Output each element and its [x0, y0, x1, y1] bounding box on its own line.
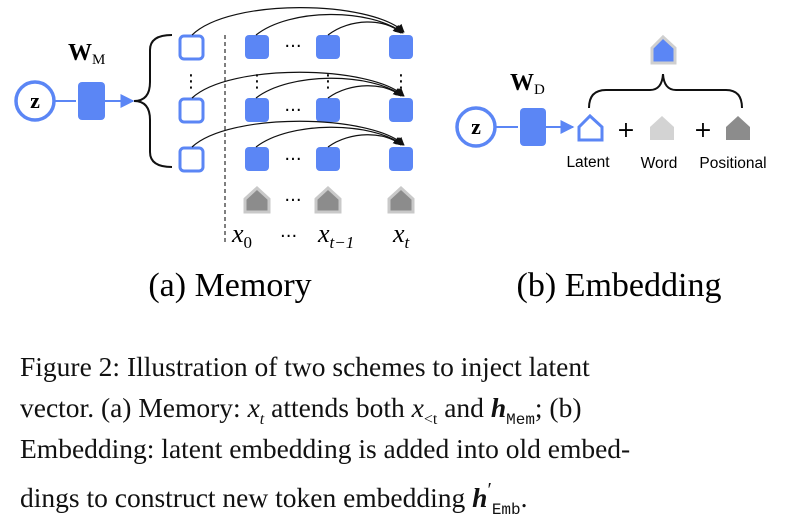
latent-embedding-icon	[577, 113, 604, 142]
memory-token-grid	[245, 35, 413, 171]
memory-weight-block	[78, 82, 105, 120]
token-node	[245, 35, 269, 59]
embedding-weight-block	[520, 108, 546, 146]
token-node	[316, 147, 340, 171]
input-embedding-icon	[243, 185, 271, 214]
token-node	[245, 147, 269, 171]
memory-weight-label: W	[68, 40, 92, 66]
word-embedding-icon	[650, 116, 674, 140]
caption-line-3: Embedding: latent embedding is added int…	[20, 433, 631, 464]
plus-sign: +	[694, 118, 712, 143]
caption-line-2: vector. (a) Memory: xt attends both x<t …	[20, 392, 582, 429]
memory-vdots: ⋮	[319, 71, 337, 92]
memory-vdots: ⋮	[392, 71, 410, 92]
caption-line-1: Figure 2: Illustration of two schemes to…	[20, 351, 590, 382]
plus-sign: +	[617, 118, 635, 143]
memory-z-label: z	[30, 88, 40, 113]
word-label: Word	[641, 155, 678, 172]
embedding-subfigure-label: (b) Embedding	[517, 267, 722, 304]
embedding-z-label: z	[471, 114, 481, 139]
memory-attention-arcs	[191, 7, 405, 148]
memory-slot-top	[178, 34, 205, 61]
memory-weight-sub: M	[92, 52, 105, 68]
memory-hdots: ···	[284, 36, 301, 57]
memory-brace	[133, 34, 173, 168]
memory-slot-mid	[178, 97, 205, 124]
token-embedding-icon	[650, 34, 677, 65]
memory-vdots: ⋮	[182, 71, 200, 92]
svg-text:xt−1: xt−1	[317, 219, 354, 252]
positional-label: Positional	[699, 155, 766, 172]
token-node	[245, 98, 269, 122]
embedding-brace	[588, 73, 743, 109]
embedding-token-labels: Latent Word Positional	[566, 154, 766, 172]
svg-text:x0: x0	[231, 219, 252, 252]
memory-hdots: ···	[284, 100, 301, 121]
embedding-z-node: z	[455, 106, 497, 148]
memory-slot-bottom	[178, 146, 205, 173]
token-node	[316, 35, 340, 59]
svg-text:···: ···	[280, 226, 297, 247]
memory-hdots: ···	[284, 190, 301, 211]
memory-hdots: ···	[284, 149, 301, 170]
memory-z-node: z	[14, 80, 56, 122]
token-node	[389, 98, 413, 122]
memory-vdots: ⋮	[248, 71, 266, 92]
input-embedding-icon	[314, 185, 342, 214]
latent-label: Latent	[566, 154, 610, 171]
memory-input-embeddings	[243, 185, 415, 214]
positional-embedding-icon	[726, 116, 750, 140]
token-node	[389, 35, 413, 59]
embedding-weight-sub: D	[534, 82, 545, 98]
embedding-panel: z WD + + Latent Word Positional (b) Embe…	[455, 34, 767, 304]
svg-text:WM: WM	[68, 40, 105, 68]
embedding-weight-label: W	[510, 70, 534, 96]
caption-line-4: dings to construct new token embedding h…	[20, 479, 528, 519]
token-node	[389, 147, 413, 171]
svg-text:WD: WD	[510, 70, 545, 98]
svg-text:xt: xt	[392, 219, 411, 252]
memory-subfigure-label: (a) Memory	[148, 267, 311, 304]
memory-panel: z WM	[14, 7, 415, 304]
input-embedding-icon	[387, 185, 415, 214]
figure-diagram: z WM	[14, 7, 767, 304]
memory-axis-labels: x0 ··· xt−1 xt	[231, 219, 411, 252]
token-node	[316, 98, 340, 122]
